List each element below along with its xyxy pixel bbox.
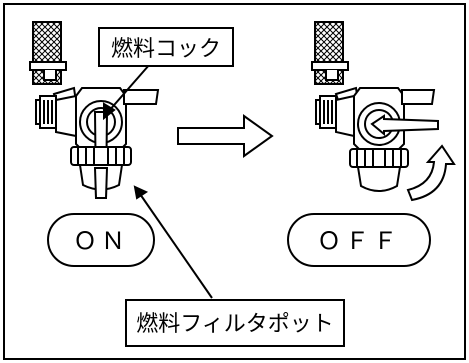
fuel-cock-off-illustration [311, 21, 439, 192]
fuel-cock-label: 燃料コック [111, 37, 221, 62]
on-label: ＯＮ [73, 227, 129, 255]
diagram-frame [3, 3, 466, 360]
fuel-cock-on-illustration [29, 21, 160, 199]
fuel-filter-pot-label: 燃料フィルタポット [136, 312, 334, 337]
on-label-box [47, 213, 155, 267]
fuel-cock-label-box [98, 27, 234, 67]
off-label-box [287, 213, 431, 267]
curved-up-arrow-icon [406, 144, 456, 202]
right-hollow-arrow-icon [177, 114, 274, 158]
off-label: ＯＦＦ [317, 227, 401, 255]
fuel-filter-pot-label-box [125, 299, 345, 347]
leader-lines [103, 63, 213, 299]
